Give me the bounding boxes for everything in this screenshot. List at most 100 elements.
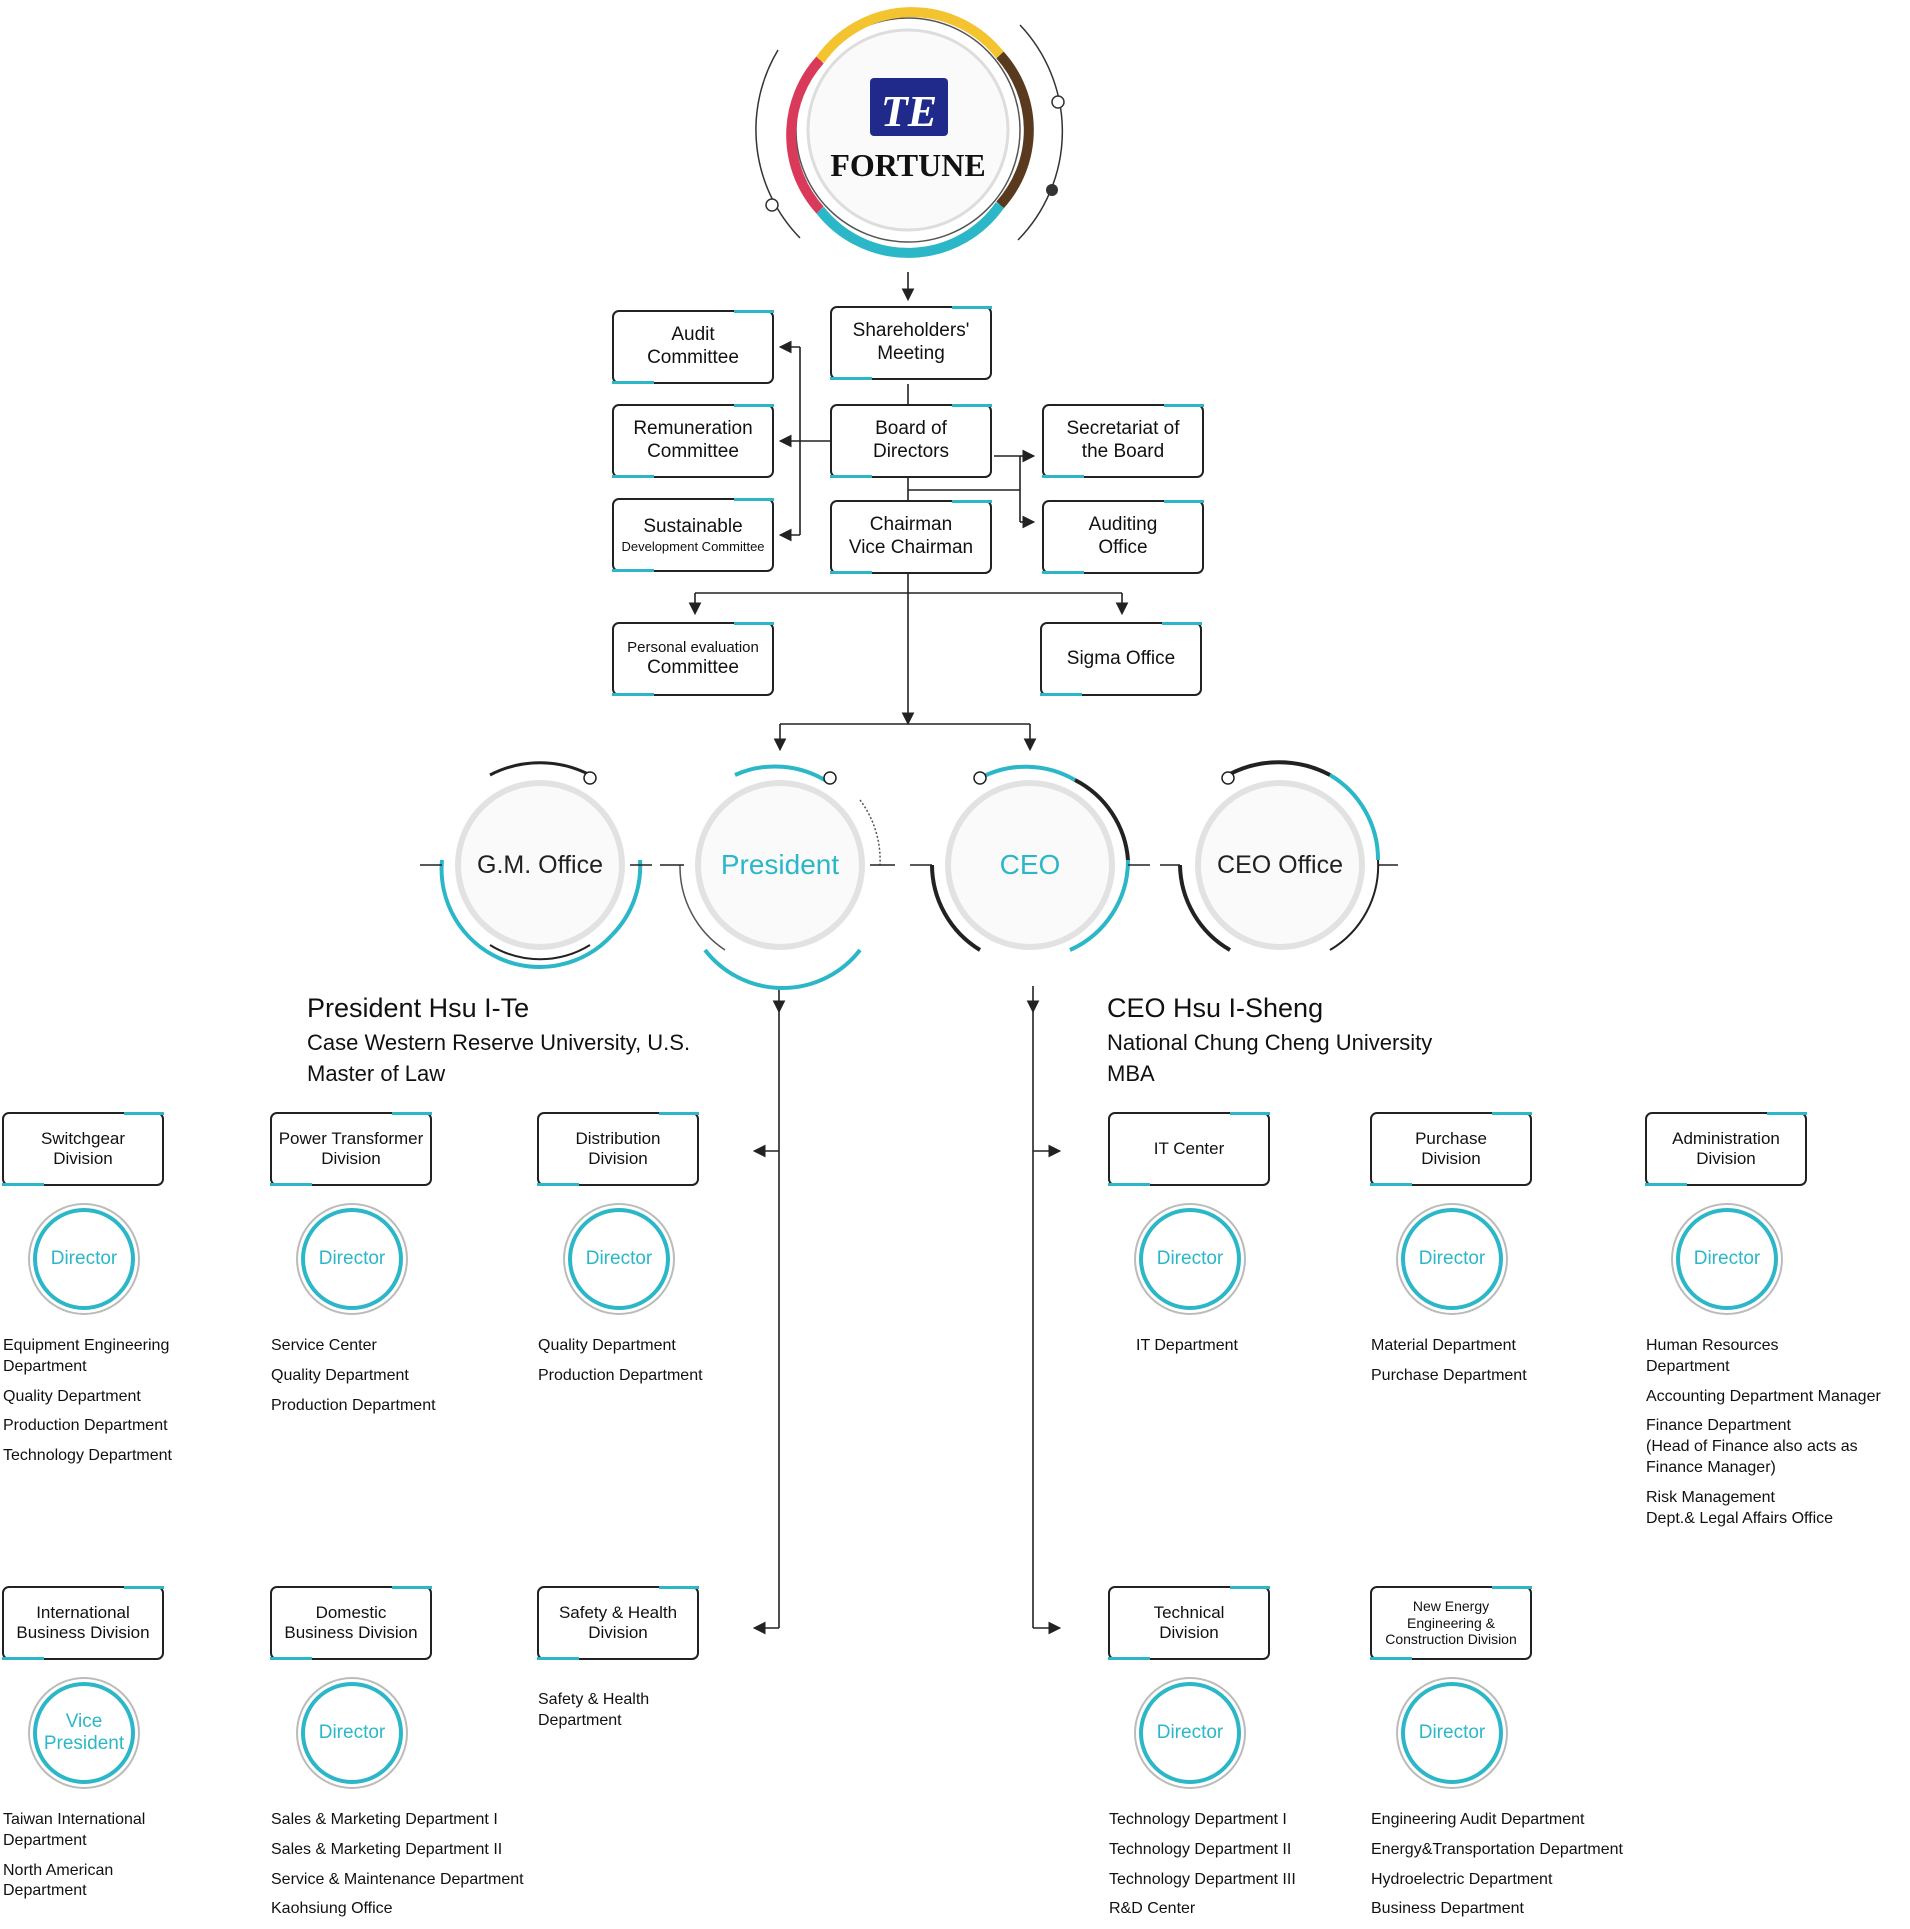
department-item: Taiwan International Department [3,1811,146,1849]
department-item: Quality Department [3,1387,141,1405]
division-head-circle[interactable]: Director [1401,1682,1503,1784]
personal-evaluation-sub: Committee [647,656,739,678]
division-name: Safety & Health Division [558,1602,678,1642]
division-box[interactable]: Distribution Division [537,1112,699,1186]
department-item: Production Department [3,1417,168,1435]
remuneration-committee-label: Remuneration Committee [633,418,753,462]
audit-committee-box[interactable]: Audit Committee [612,310,774,384]
ceo-office-label: CEO Office [1217,850,1343,879]
ceo-info: CEO Hsu I-Sheng National Chung Cheng Uni… [1107,990,1432,1089]
board-of-directors-box[interactable]: Board of Directors [830,404,992,478]
division-box[interactable]: Administration Division [1645,1112,1807,1186]
chairman-box[interactable]: Chairman Vice Chairman [830,500,992,574]
president-circle[interactable]: President [700,845,860,885]
sigma-office-box[interactable]: Sigma Office [1040,622,1202,696]
department-item: Quality Department [538,1337,676,1354]
department-item: IT Department [1136,1337,1238,1354]
division-name: IT Center [1153,1138,1225,1158]
division-box[interactable]: New Energy Engineering & Construction Di… [1370,1586,1532,1660]
department-item: Business Department [1371,1900,1524,1918]
department-item: R&D Center [1109,1900,1196,1918]
department-item: Technology Department II [1109,1840,1292,1858]
sustainable-committee-sub: Development Committee [621,538,765,554]
division-box[interactable]: Purchase Division [1370,1112,1532,1186]
department-item: Technology Department III [1109,1870,1296,1888]
secretariat-label: Secretariat of the Board [1066,418,1180,462]
personal-evaluation-box[interactable]: Personal evaluation Committee [612,622,774,696]
ceo-name: CEO Hsu I-Sheng [1107,993,1324,1023]
department-item: Risk Management Dept.& Legal Affairs Off… [1646,1488,1834,1527]
division-head-circle[interactable]: Director [1139,1682,1241,1784]
department-list: IT Department [1136,1336,1238,1366]
division-name: International Business Division [16,1602,150,1642]
division-head-circle[interactable]: Director [301,1682,403,1784]
division-head-title: Director [1156,1248,1224,1270]
division-head-circle[interactable]: Director [33,1208,135,1310]
personal-evaluation-title: Personal evaluation [627,638,759,656]
ceo-degree: MBA [1107,1060,1155,1086]
shareholders-meeting-label: Shareholders' Meeting [852,320,970,364]
division-head-circle[interactable]: Director [1676,1208,1778,1310]
division-head-title: Director [318,1248,386,1270]
ceo-circle[interactable]: CEO [950,845,1110,885]
division-box[interactable]: IT Center [1108,1112,1270,1186]
division-box[interactable]: Domestic Business Division [270,1586,432,1660]
logo-ring: TE [755,7,1065,258]
department-item: Service & Maintenance Department [271,1870,524,1888]
division-name: Domestic Business Division [284,1602,418,1642]
division-name: Technical Division [1153,1602,1225,1642]
division-name: Switchgear Division [40,1128,126,1168]
department-item: Engineering Audit Department [1371,1811,1585,1828]
division-head-title: Director [1418,1722,1486,1744]
department-item: Accounting Department Manager [1646,1387,1881,1405]
division-head-circle[interactable]: Director [568,1208,670,1310]
president-school: Case Western Reserve University, U.S. [307,1029,691,1055]
division-head-circle[interactable]: Vice President [33,1682,135,1784]
svg-text:TE: TE [881,87,937,136]
department-item: Quality Department [271,1366,409,1384]
ceo-office-circle[interactable]: CEO Office [1200,845,1360,885]
sigma-office-label: Sigma Office [1066,647,1176,669]
sustainable-committee-box[interactable]: Sustainable Development Committee [612,498,774,572]
division-box[interactable]: Power Transformer Division [270,1112,432,1186]
division-name: Purchase Division [1415,1128,1487,1168]
department-item: Hydroelectric Department [1371,1870,1553,1888]
auditing-office-box[interactable]: Auditing Office [1042,500,1204,574]
ceo-label: CEO [999,849,1061,880]
division-head-title: Director [1418,1248,1486,1270]
division-name: Administration Division [1672,1128,1780,1168]
division-name: Distribution Division [575,1128,661,1168]
remuneration-committee-box[interactable]: Remuneration Committee [612,404,774,478]
department-item: Safety & Health Department [538,1691,650,1729]
secretariat-box[interactable]: Secretariat of the Board [1042,404,1204,478]
chairman-label: Chairman Vice Chairman [848,514,974,558]
division-head-title: Director [50,1248,118,1270]
division-head-circle[interactable]: Director [301,1208,403,1310]
president-label: President [720,849,840,880]
executive-rings [420,760,1398,991]
division-box[interactable]: Safety & Health Division [537,1586,699,1660]
shareholders-meeting-box[interactable]: Shareholders' Meeting [830,306,992,380]
department-item: Service Center [271,1337,377,1354]
gm-office-circle[interactable]: G.M. Office [460,845,620,885]
division-head-circle[interactable]: Director [1139,1208,1241,1310]
department-item: North American Department [3,1861,114,1900]
department-item: Finance Department (Head of Finance also… [1646,1417,1858,1476]
division-head-circle[interactable]: Director [1401,1208,1503,1310]
department-item: Technology Department I [1109,1811,1287,1828]
department-item: Kaohsiung Office [271,1900,393,1918]
department-item: Equipment Engineering Department [3,1337,170,1375]
division-box[interactable]: Technical Division [1108,1586,1270,1660]
department-item: Production Department [538,1366,703,1384]
division-box[interactable]: International Business Division [2,1586,164,1660]
division-box[interactable]: Switchgear Division [2,1112,164,1186]
department-list: Safety & Health Department [538,1690,649,1741]
